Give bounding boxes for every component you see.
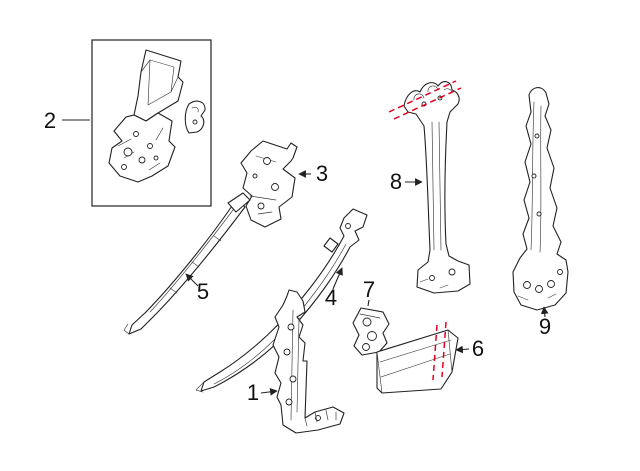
- part-9-leader: [540, 306, 549, 318]
- callout-9: 9: [539, 314, 551, 339]
- callout-6: 6: [472, 336, 484, 361]
- part-4-leader: [332, 267, 343, 290]
- part-8-trim-line-a: [388, 80, 457, 113]
- callout-5: 5: [197, 279, 209, 304]
- part-3-drawing: [240, 140, 298, 228]
- part-7-drawing: [352, 307, 390, 356]
- part-8-trim-line-b: [393, 87, 462, 120]
- callout-3: 3: [316, 161, 328, 186]
- part-2-box: [91, 39, 212, 207]
- part-1-leader: [260, 388, 278, 396]
- callout-1: 1: [247, 380, 259, 405]
- callout-2: 2: [44, 108, 56, 133]
- part-2-drawing: [91, 39, 212, 207]
- part-5-drawing: [123, 192, 251, 335]
- part-5-leader: [185, 273, 199, 287]
- part-6-leader: [455, 345, 470, 354]
- part-7-leader: [367, 299, 370, 307]
- part-9-drawing: [512, 87, 569, 311]
- part-8-drawing: [388, 80, 471, 294]
- callout-4: 4: [325, 285, 337, 310]
- part-6-drawing: [376, 321, 459, 394]
- part-6-section-line-a: [432, 324, 438, 381]
- part-1-drawing: [272, 289, 345, 434]
- callout-8: 8: [390, 169, 402, 194]
- callout-7: 7: [363, 277, 375, 302]
- part-6-section-line-b: [441, 321, 447, 378]
- part-4-drawing: [195, 208, 368, 393]
